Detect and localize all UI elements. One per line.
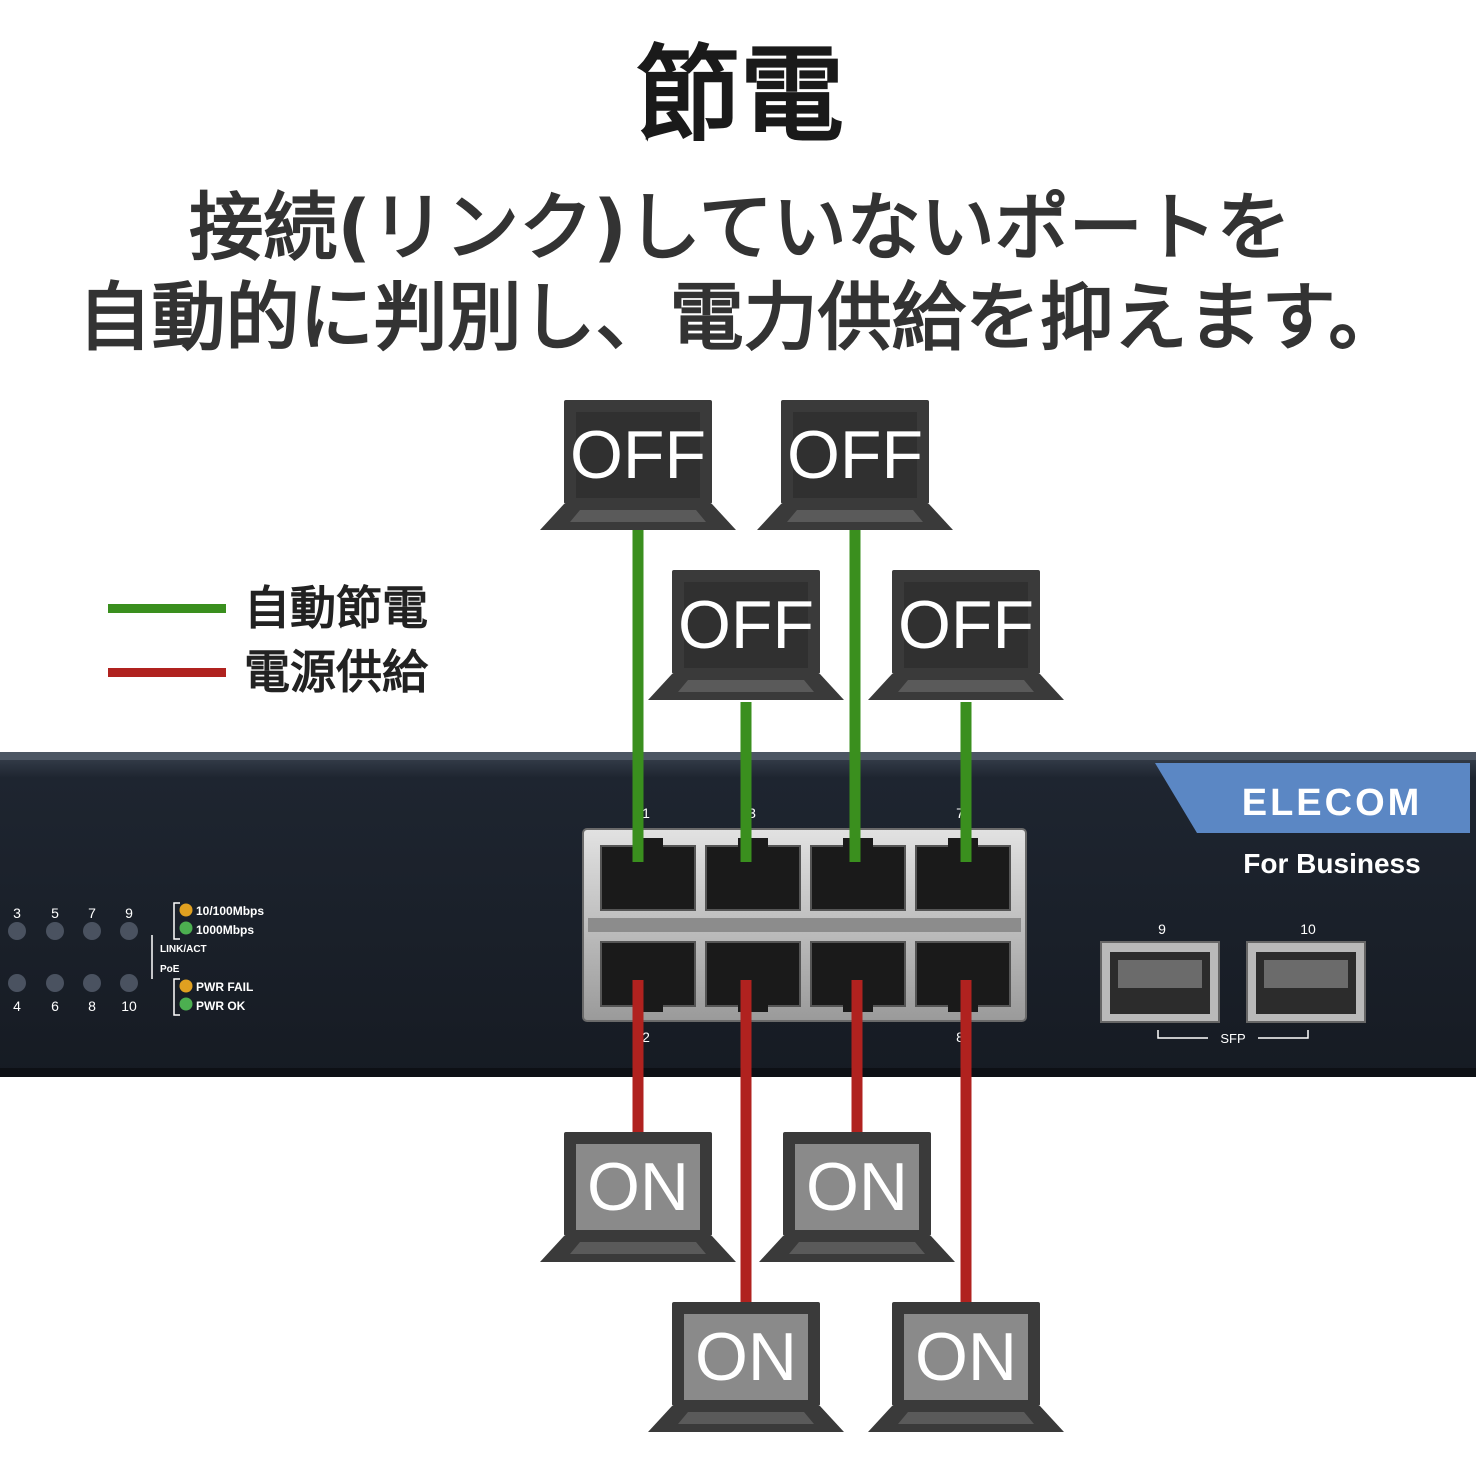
rj45-port <box>600 941 696 1012</box>
laptop-on: ON <box>648 1302 844 1432</box>
port-label-3: 3 <box>748 805 756 821</box>
sfp-label: SFP <box>1220 1031 1245 1046</box>
laptop-status-on: ON <box>587 1149 689 1225</box>
indicator-label-pwr-fail: PWR FAIL <box>196 980 253 994</box>
port-label-1: 1 <box>642 805 650 821</box>
port-number-labels: 1 3 7 2 8 <box>642 805 964 1045</box>
status-led <box>8 974 26 992</box>
laptop-status-on: ON <box>695 1319 797 1395</box>
laptop-status-off: OFF <box>898 587 1034 663</box>
laptop-on: ON <box>540 1132 736 1262</box>
led-number-bottom: 10 <box>121 998 137 1014</box>
led-number-top: 7 <box>88 905 96 921</box>
brand-tagline: For Business <box>1243 848 1420 879</box>
port-label-2: 2 <box>642 1029 650 1045</box>
led-number-top: 3 <box>13 905 21 921</box>
laptop-status-off: OFF <box>570 417 706 493</box>
sfp-port-label-10: 10 <box>1300 921 1316 937</box>
indicator-led-green <box>179 921 193 935</box>
rj45-port <box>600 838 696 911</box>
subtitle-line-1: 接続(リンク)していないポートを <box>189 185 1291 271</box>
port-label-8: 8 <box>956 1029 964 1045</box>
subtitle-line-2: 自動的に判別し、電力供給を抑えます。 <box>77 275 1403 361</box>
sfp-port-area: 9 10 SFP <box>1100 921 1366 1046</box>
status-led <box>46 922 64 940</box>
indicator-led-pwr-fail <box>179 979 193 993</box>
legend-label-power-saving: 自動節電 <box>244 581 428 635</box>
laptops: OFF OFF OFF OFF ON ON ON ON <box>540 400 1064 1432</box>
cables <box>632 530 972 1302</box>
laptop-off: OFF <box>868 570 1064 700</box>
indicator-led-pwr-ok <box>179 997 193 1011</box>
status-led <box>83 922 101 940</box>
laptop-on: ON <box>868 1302 1064 1432</box>
laptop-off: OFF <box>648 570 844 700</box>
rj45-port <box>705 838 801 911</box>
indicator-label-poe: PoE <box>160 964 180 975</box>
status-led <box>120 922 138 940</box>
page-title: 節電 <box>635 34 844 156</box>
laptop-status-off: OFF <box>678 587 814 663</box>
laptop-off: OFF <box>757 400 953 530</box>
laptop-status-on: ON <box>806 1149 908 1225</box>
led-number-bottom: 4 <box>13 998 21 1014</box>
status-led <box>46 974 64 992</box>
legend-line-power-supply <box>108 668 226 677</box>
status-led-panel: 3 5 7 9 4 6 8 10 <box>8 905 138 1014</box>
brand-banner <box>1155 763 1470 833</box>
indicator-label-10-100: 10/100Mbps <box>196 904 264 918</box>
led-number-top: 5 <box>51 905 59 921</box>
rj45-port <box>705 941 801 1012</box>
indicator-label-1000: 1000Mbps <box>196 923 254 937</box>
laptop-on: ON <box>759 1132 955 1262</box>
indicator-legend: 10/100Mbps 1000Mbps LINK/ACT PoE PWR FAI… <box>151 902 264 1016</box>
led-number-bottom: 8 <box>88 998 96 1014</box>
legend-label-power-supply: 電源供給 <box>244 645 428 699</box>
indicator-led-amber <box>179 903 193 917</box>
laptop-status-on: ON <box>915 1319 1017 1395</box>
led-number-bottom: 6 <box>51 998 59 1014</box>
status-led <box>83 974 101 992</box>
indicator-label-link-act: LINK/ACT <box>160 944 207 955</box>
laptop-off: OFF <box>540 400 736 530</box>
laptop-status-off: OFF <box>787 417 923 493</box>
brand-logo: ELECOM <box>1242 782 1423 824</box>
led-number-top: 9 <box>125 905 133 921</box>
status-led <box>120 974 138 992</box>
status-led <box>8 922 26 940</box>
sfp-port-label-9: 9 <box>1158 921 1166 937</box>
indicator-label-pwr-ok: PWR OK <box>196 999 246 1013</box>
legend-line-power-saving <box>108 604 226 613</box>
port-label-7: 7 <box>956 805 964 821</box>
